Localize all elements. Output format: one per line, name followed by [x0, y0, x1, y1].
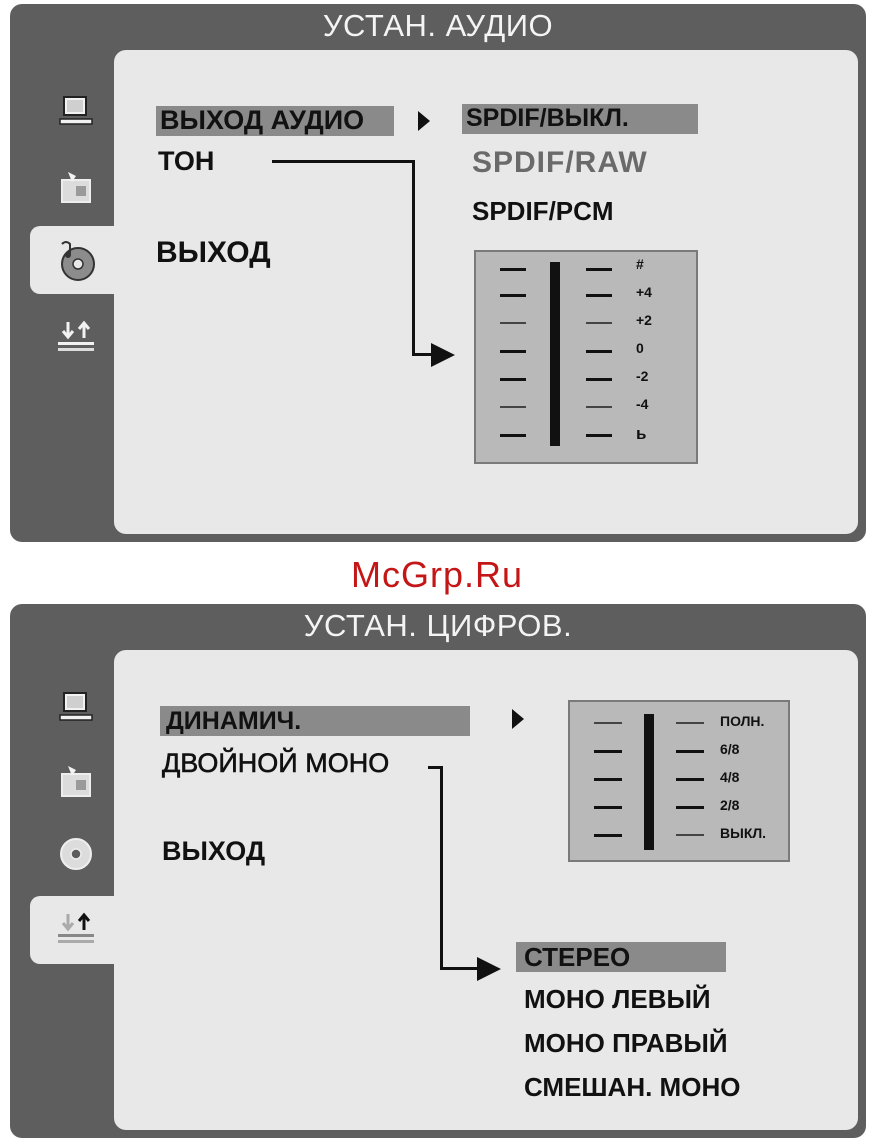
tone-tick	[500, 322, 526, 324]
option-stereo[interactable]: СТЕРЕО	[524, 942, 630, 973]
tone-level-label: 0	[636, 340, 644, 356]
menu-exit[interactable]: ВЫХОД	[156, 236, 271, 270]
mono-arrow-icon	[476, 956, 502, 982]
menu-exit[interactable]: ВЫХОД	[162, 836, 265, 867]
dynamic-tick	[594, 722, 622, 724]
dynamic-level-label: 4/8	[720, 769, 739, 785]
monitor-icon	[56, 92, 96, 132]
tab-language[interactable]	[30, 154, 122, 222]
audio-disc-icon	[56, 834, 96, 874]
mono-connector-v	[440, 766, 443, 970]
tone-tick	[500, 434, 526, 437]
tone-tick	[586, 406, 612, 408]
dynamic-tick	[676, 806, 704, 809]
dynamic-tick	[676, 778, 704, 781]
option-spdif-raw[interactable]: SPDIF/RAW	[472, 146, 648, 180]
option-spdif-off[interactable]: SPDIF/ВЫКЛ.	[466, 104, 629, 133]
tone-tick	[500, 378, 526, 381]
monitor-icon	[56, 688, 96, 728]
tone-level-label: #	[636, 256, 644, 272]
digital-setup-panel: УСТАН. ЦИФРОВ. ДИНАМИЧ. ДВОЙНОЙ МОНО	[10, 604, 866, 1138]
mono-connector-end	[440, 967, 480, 970]
tone-connector-h	[272, 160, 414, 163]
tone-level-label: ь	[636, 424, 646, 444]
language-icon	[56, 168, 96, 208]
tone-tick	[500, 350, 526, 353]
tone-tick	[586, 350, 612, 353]
right-arrow-icon	[416, 110, 432, 132]
tab-language[interactable]	[30, 748, 122, 816]
tone-level-label: -4	[636, 396, 648, 412]
tone-level-label: -2	[636, 368, 648, 384]
menu-dual-mono[interactable]: ДВОЙНОЙ МОНО	[162, 748, 389, 779]
menu-dynamic[interactable]: ДИНАМИЧ.	[166, 707, 301, 736]
dynamic-tick	[594, 806, 622, 809]
tone-arrow-icon	[430, 342, 456, 368]
dynamic-tick	[676, 834, 704, 836]
audio-setup-title: УСТАН. АУДИО	[10, 8, 866, 44]
option-mono-right[interactable]: МОНО ПРАВЫЙ	[524, 1028, 728, 1059]
right-arrow-icon	[510, 708, 526, 730]
option-mono-left[interactable]: МОНО ЛЕВЫЙ	[524, 984, 711, 1015]
tone-tick	[500, 406, 526, 408]
dynamic-tick	[676, 722, 704, 724]
audio-setup-panel: УСТАН. АУДИО ВЫХОД АУД	[10, 4, 866, 542]
digital-setup-title: УСТАН. ЦИФРОВ.	[10, 608, 866, 644]
tone-level-label: +4	[636, 284, 652, 300]
audio-disc-icon	[52, 236, 100, 284]
menu-tone[interactable]: ТОН	[158, 146, 214, 177]
tab-audio[interactable]	[30, 820, 122, 888]
tone-tick	[586, 322, 612, 324]
tone-slider-bar	[550, 262, 560, 446]
dynamic-slider-bar	[644, 714, 654, 850]
tone-tick	[586, 378, 612, 381]
dynamic-slider[interactable]: ПОЛН. 6/8 4/8 2/8 ВЫКЛ.	[568, 700, 790, 862]
dynamic-tick	[594, 834, 622, 837]
tab-general[interactable]	[30, 78, 122, 146]
tone-slider[interactable]: # +4 +2 0 -2 -4 ь	[474, 250, 698, 464]
option-spdif-pcm[interactable]: SPDIF/PCM	[472, 196, 614, 227]
dynamic-level-label: 6/8	[720, 741, 739, 757]
tab-general[interactable]	[30, 674, 122, 742]
option-mixed-mono[interactable]: СМЕШАН. МОНО	[524, 1072, 740, 1103]
tone-connector-end	[412, 353, 432, 356]
dynamic-level-label: ВЫКЛ.	[720, 825, 766, 841]
tone-connector-v	[412, 160, 415, 356]
tone-tick	[586, 434, 612, 437]
tone-level-label: +2	[636, 312, 652, 328]
tab-digital[interactable]	[30, 304, 122, 372]
dynamic-tick	[594, 750, 622, 753]
tone-tick	[500, 294, 526, 297]
tab-audio[interactable]	[30, 226, 122, 294]
dynamic-level-label: 2/8	[720, 797, 739, 813]
dynamic-level-label: ПОЛН.	[720, 713, 764, 729]
menu-audio-out[interactable]: ВЫХОД АУДИО	[160, 105, 364, 136]
tone-tick	[586, 268, 612, 271]
tab-digital[interactable]	[30, 896, 122, 964]
digital-icon	[54, 910, 98, 950]
dynamic-tick	[676, 750, 704, 753]
watermark: McGrp.Ru	[0, 554, 874, 596]
digital-icon	[54, 318, 98, 358]
language-icon	[56, 762, 96, 802]
tone-tick	[500, 268, 526, 271]
tone-tick	[586, 294, 612, 297]
dynamic-tick	[594, 778, 622, 781]
